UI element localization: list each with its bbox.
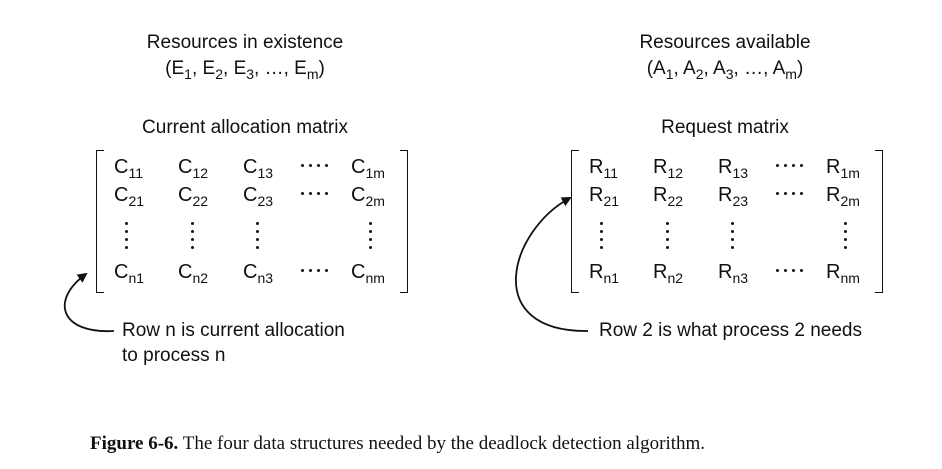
request-annotation: Row 2 is what process 2 needs	[599, 318, 862, 343]
matrix-cell: R23	[718, 184, 749, 209]
vertical-ellipsis	[731, 222, 734, 254]
vertical-ellipsis	[600, 222, 603, 254]
matrix-cell: Rn2	[653, 261, 684, 286]
matrix-cell: R13	[718, 156, 749, 181]
matrix-cell: Cn2	[178, 261, 209, 286]
matrix-left-bracket	[96, 150, 104, 293]
matrix-cell: Rnm	[826, 261, 860, 286]
matrix-cell: Rn3	[718, 261, 749, 286]
matrix-cell: C13	[243, 156, 274, 181]
matrix-cell: C1m	[351, 156, 385, 181]
existence-vector: (E1, E2, E3, …, Em)	[165, 58, 325, 82]
figure-caption-text: The four data structures needed by the d…	[182, 433, 706, 454]
vertical-ellipsis	[666, 222, 669, 254]
horizontal-ellipsis	[301, 192, 328, 195]
allocation-annotation: Row n is current allocation to process n	[122, 318, 345, 368]
figure-label: Figure 6-6.	[90, 433, 179, 454]
allocation-annotation-line1: Row n is current allocation	[122, 320, 345, 341]
matrix-cell: C12	[178, 156, 209, 181]
matrix-left-bracket	[571, 150, 579, 293]
matrix-cell: C23	[243, 184, 274, 209]
matrix-cell: C11	[114, 156, 143, 181]
available-vector: (A1, A2, A3, …, Am)	[646, 58, 804, 82]
vertical-ellipsis	[125, 222, 128, 254]
matrix-cell: C21	[114, 184, 145, 209]
existence-vector-title: Resources in existence	[146, 32, 344, 53]
request-annotation-line1: Row 2 is what process 2 needs	[599, 320, 862, 341]
vertical-ellipsis	[191, 222, 194, 254]
horizontal-ellipsis	[776, 164, 803, 167]
matrix-cell: R11	[589, 156, 618, 181]
matrix-cell: C2m	[351, 184, 385, 209]
matrix-cell: Cnm	[351, 261, 385, 286]
horizontal-ellipsis	[776, 269, 803, 272]
arrow-row-2	[515, 197, 589, 332]
figure-caption: Figure 6-6. The four data structures nee…	[90, 433, 705, 455]
arrow-row-n	[63, 272, 115, 332]
horizontal-ellipsis	[776, 192, 803, 195]
matrix-cell: R12	[653, 156, 684, 181]
matrix-cell: Cn3	[243, 261, 274, 286]
vertical-ellipsis	[844, 222, 847, 254]
matrix-cell: Rn1	[589, 261, 620, 286]
matrix-cell: R1m	[826, 156, 860, 181]
matrix-cell: C22	[178, 184, 209, 209]
matrix-right-bracket	[875, 150, 883, 293]
matrix-cell: Cn1	[114, 261, 145, 286]
horizontal-ellipsis	[301, 269, 328, 272]
matrix-cell: R2m	[826, 184, 860, 209]
vertical-ellipsis	[369, 222, 372, 254]
available-vector-title: Resources available	[639, 32, 811, 53]
matrix-right-bracket	[400, 150, 408, 293]
allocation-annotation-line2: to process n	[122, 345, 226, 366]
request-matrix-title: Request matrix	[661, 117, 789, 138]
matrix-cell: R22	[653, 184, 684, 209]
vertical-ellipsis	[256, 222, 259, 254]
allocation-matrix-title: Current allocation matrix	[142, 117, 348, 138]
horizontal-ellipsis	[301, 164, 328, 167]
matrix-cell: R21	[589, 184, 620, 209]
